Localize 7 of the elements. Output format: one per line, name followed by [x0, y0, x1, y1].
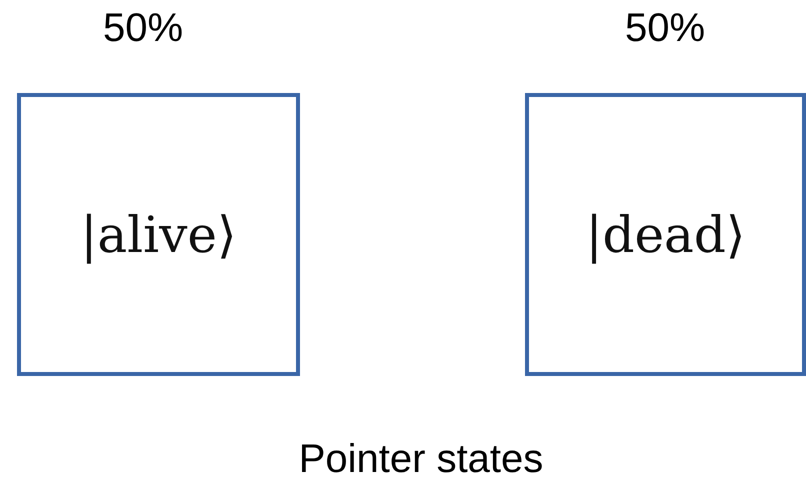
state-box: [17, 93, 300, 376]
probability-label: 50%: [102, 6, 184, 51]
state-box: [525, 93, 806, 376]
state-label: |alive⟩: [80, 206, 236, 264]
caption: Pointer states: [298, 437, 544, 482]
state-label: |dead⟩: [586, 206, 746, 264]
probability-label: 50%: [624, 6, 706, 51]
